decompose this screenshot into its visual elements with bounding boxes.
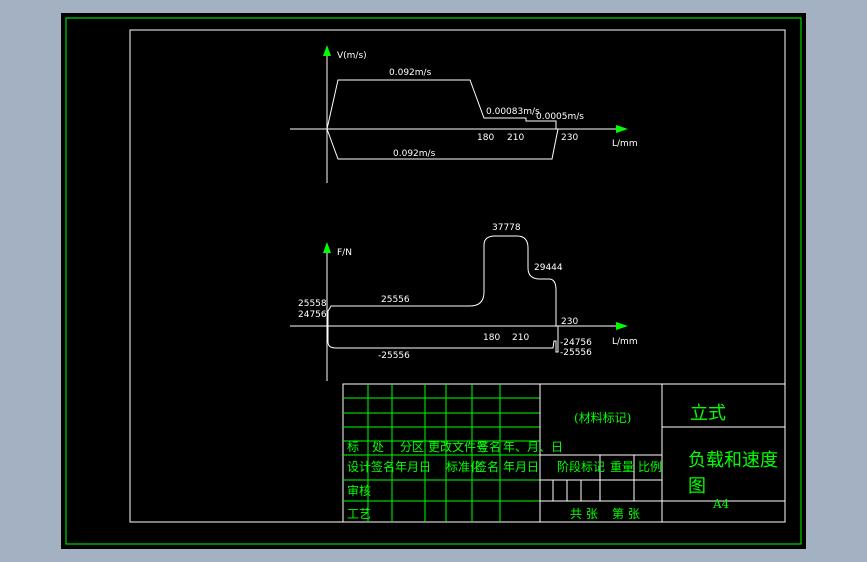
header-sign: 签名	[477, 439, 501, 454]
velocity-tick-230: 230	[561, 133, 578, 143]
velocity-x-label: L/mm	[612, 139, 638, 149]
velocity-diagram: V(m/s) L/mm 0.092m/s 0.00083m/s 0.0005m/…	[290, 45, 638, 183]
title-block-frame	[342, 383, 786, 523]
force-return-25556-label: -25556	[378, 351, 410, 361]
force-25558-label: 25558	[298, 299, 327, 309]
velocity-tick-180: 180	[477, 133, 494, 143]
total-sheets: 共 张	[570, 507, 598, 521]
title-block-text: (材料标记) 立式 负载和速度 图 A4 标 处 分区 更改文件号 签名 年、月…	[347, 403, 778, 521]
drawing-title-1: 立式	[690, 403, 726, 424]
force-tick-210: 210	[512, 333, 529, 343]
label-date-2: 年月日	[503, 460, 539, 474]
header-date: 年、月、日	[503, 440, 563, 454]
force-x-label: L/mm	[612, 337, 638, 347]
force-neg-24756-label: -24756	[560, 338, 592, 348]
force-return-curve	[327, 326, 559, 353]
force-y-label: F/N	[337, 248, 352, 258]
header-fenqu: 分区	[400, 440, 424, 454]
drawing-sheet	[61, 13, 806, 549]
force-tick-180: 180	[483, 333, 500, 343]
title-block	[342, 383, 786, 523]
label-sign-2: 签名	[475, 459, 499, 474]
drawing-title-2: 负载和速度	[688, 450, 778, 471]
force-x-arrow-icon	[616, 322, 628, 330]
force-forward-curve	[327, 235, 557, 326]
velocity-x-arrow-icon	[616, 125, 628, 133]
fast-return-speed-label: 0.092m/s	[393, 149, 436, 159]
label-craft: 工艺	[347, 507, 371, 521]
outer-border	[65, 17, 802, 545]
fast-forward-speed-label: 0.092m/s	[389, 68, 432, 78]
header-change-doc: 更改文件号	[428, 439, 488, 454]
sheet-size: A4	[712, 497, 730, 511]
velocity-forward-curve	[326, 79, 557, 130]
velocity-y-label: V(m/s)	[337, 51, 367, 61]
force-neg-25556-label: -25556	[560, 348, 592, 358]
work-feed-1-label: 0.00083m/s	[486, 107, 540, 117]
stage-mark: 阶段标记	[557, 459, 605, 474]
force-25556-label: 25556	[381, 295, 410, 305]
force-24756-label: 24756	[298, 310, 327, 320]
velocity-tick-210: 210	[507, 133, 524, 143]
work-feed-2-label: 0.0005m/s	[536, 112, 584, 122]
velocity-y-arrow-icon	[323, 45, 331, 56]
force-tick-230: 230	[561, 317, 578, 327]
weight-label: 重量	[610, 460, 634, 474]
material-mark: (材料标记)	[574, 411, 631, 425]
label-sign: 签名	[371, 459, 395, 474]
label-review: 审核	[347, 483, 371, 498]
drawing-title-3: 图	[688, 476, 706, 497]
label-design: 设计	[347, 460, 371, 474]
force-y-arrow-icon	[323, 242, 331, 253]
velocity-return-curve	[326, 128, 559, 160]
scale-label: 比例	[638, 460, 662, 474]
header-biao: 标	[347, 440, 359, 454]
force-peak-label: 37778	[492, 223, 521, 233]
label-standard: 标准化	[446, 460, 482, 474]
sheet-number: 第 张	[612, 507, 640, 521]
force-diagram: F/N L/mm 37778 29444 25558 24756 25556 1…	[290, 223, 638, 381]
force-second-label: 29444	[534, 263, 563, 273]
header-chu: 处	[372, 440, 384, 454]
label-date: 年月日	[395, 460, 431, 474]
